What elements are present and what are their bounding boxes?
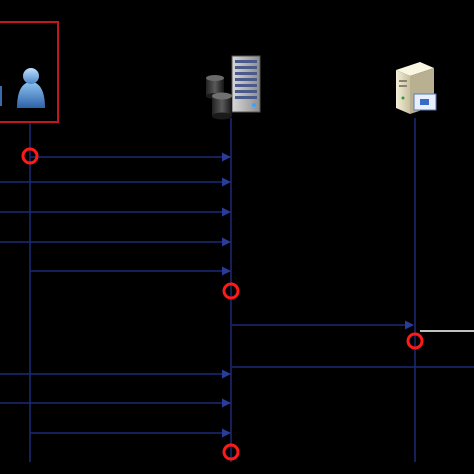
- activation-marker: [406, 332, 424, 350]
- lifelines: [29, 118, 416, 462]
- activation-markers: [21, 147, 424, 461]
- actor-user: [0, 21, 59, 123]
- computer-icon: [396, 62, 437, 114]
- user-icon: [0, 68, 45, 108]
- activation-marker: [222, 443, 240, 461]
- activation-marker: [21, 147, 39, 165]
- activation-marker: [222, 282, 240, 300]
- actor-highlight-box: [0, 21, 59, 123]
- messages: [0, 152, 474, 438]
- database-server-icon: [206, 55, 261, 120]
